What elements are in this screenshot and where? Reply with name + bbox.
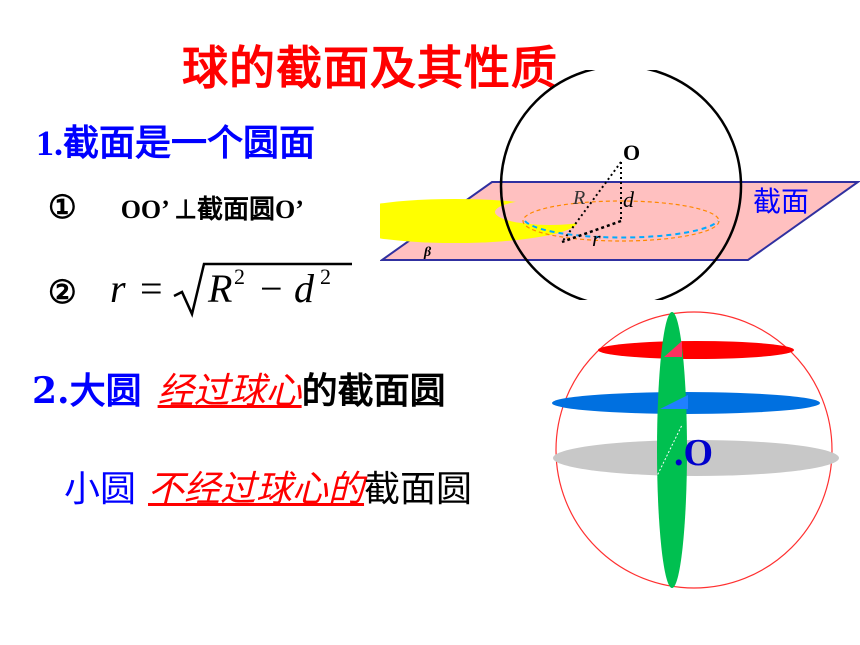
radius-formula: r = R 2 − d 2 <box>110 262 352 318</box>
property-1-point: O’ <box>275 195 304 224</box>
section-arc <box>524 220 719 239</box>
formula-eq: = <box>140 266 163 311</box>
blue-wedge <box>660 395 688 409</box>
point-3-highlight: 不经过球心的 <box>148 469 365 510</box>
circles-diagram: .O <box>552 311 839 589</box>
point-2-number: 2. <box>32 370 70 412</box>
page-title: 球的截面及其性质 <box>182 41 558 95</box>
formula-R: R <box>207 266 232 311</box>
point-3-tail: 截面圆 <box>364 469 473 510</box>
green-disk <box>657 312 687 588</box>
formula-d: d <box>294 266 315 311</box>
formula-minus: − <box>260 266 283 311</box>
point-2-term: 大圆 <box>69 370 142 412</box>
axis-line <box>655 424 683 479</box>
label-R: R <box>572 187 585 209</box>
label-d: d <box>623 187 635 212</box>
red-disk <box>598 341 794 359</box>
section-diagram: O R d r β 截面 <box>380 70 860 300</box>
gray-disk <box>553 440 839 476</box>
property-1-label: ① <box>48 188 77 226</box>
point-1: 1.截面是一个圆面 <box>36 114 315 166</box>
property-2-label: ② <box>48 273 77 311</box>
formula-exp-1: 2 <box>234 264 245 289</box>
radius-line <box>561 161 622 243</box>
red-wedge <box>664 341 682 357</box>
sphere2-outline <box>555 311 833 589</box>
plane-label: 截面 <box>753 185 809 218</box>
property-1-expr: OO’ ⊥ <box>120 195 198 224</box>
point-3: 小圆不经过球心的截面圆 <box>64 460 472 512</box>
point-2-tail: 的截面圆 <box>301 370 446 412</box>
plane-patch <box>495 199 605 225</box>
formula-exp-2: 2 <box>320 264 331 289</box>
point-2: 2.大圆经过球心的截面圆 <box>32 362 446 414</box>
point-1-text: 截面是一个圆面 <box>63 122 316 164</box>
sphere-outline <box>499 70 743 300</box>
center-label: O <box>623 140 640 165</box>
point-3-term: 小圆 <box>64 469 137 510</box>
property-1: ① OO’ ⊥截面圆O’ <box>48 188 304 226</box>
center-label-2: .O <box>674 432 713 474</box>
plane-name: β <box>423 245 432 260</box>
point-1-number: 1. <box>36 123 63 163</box>
sqrt-sign <box>173 262 352 318</box>
small-radius-line <box>561 219 622 244</box>
formula-r: r <box>110 266 126 311</box>
property-1-text: 截面圆 <box>197 195 276 225</box>
label-r: r <box>592 226 601 251</box>
point-2-highlight: 经过球心 <box>157 371 302 412</box>
section-circle <box>522 200 720 242</box>
